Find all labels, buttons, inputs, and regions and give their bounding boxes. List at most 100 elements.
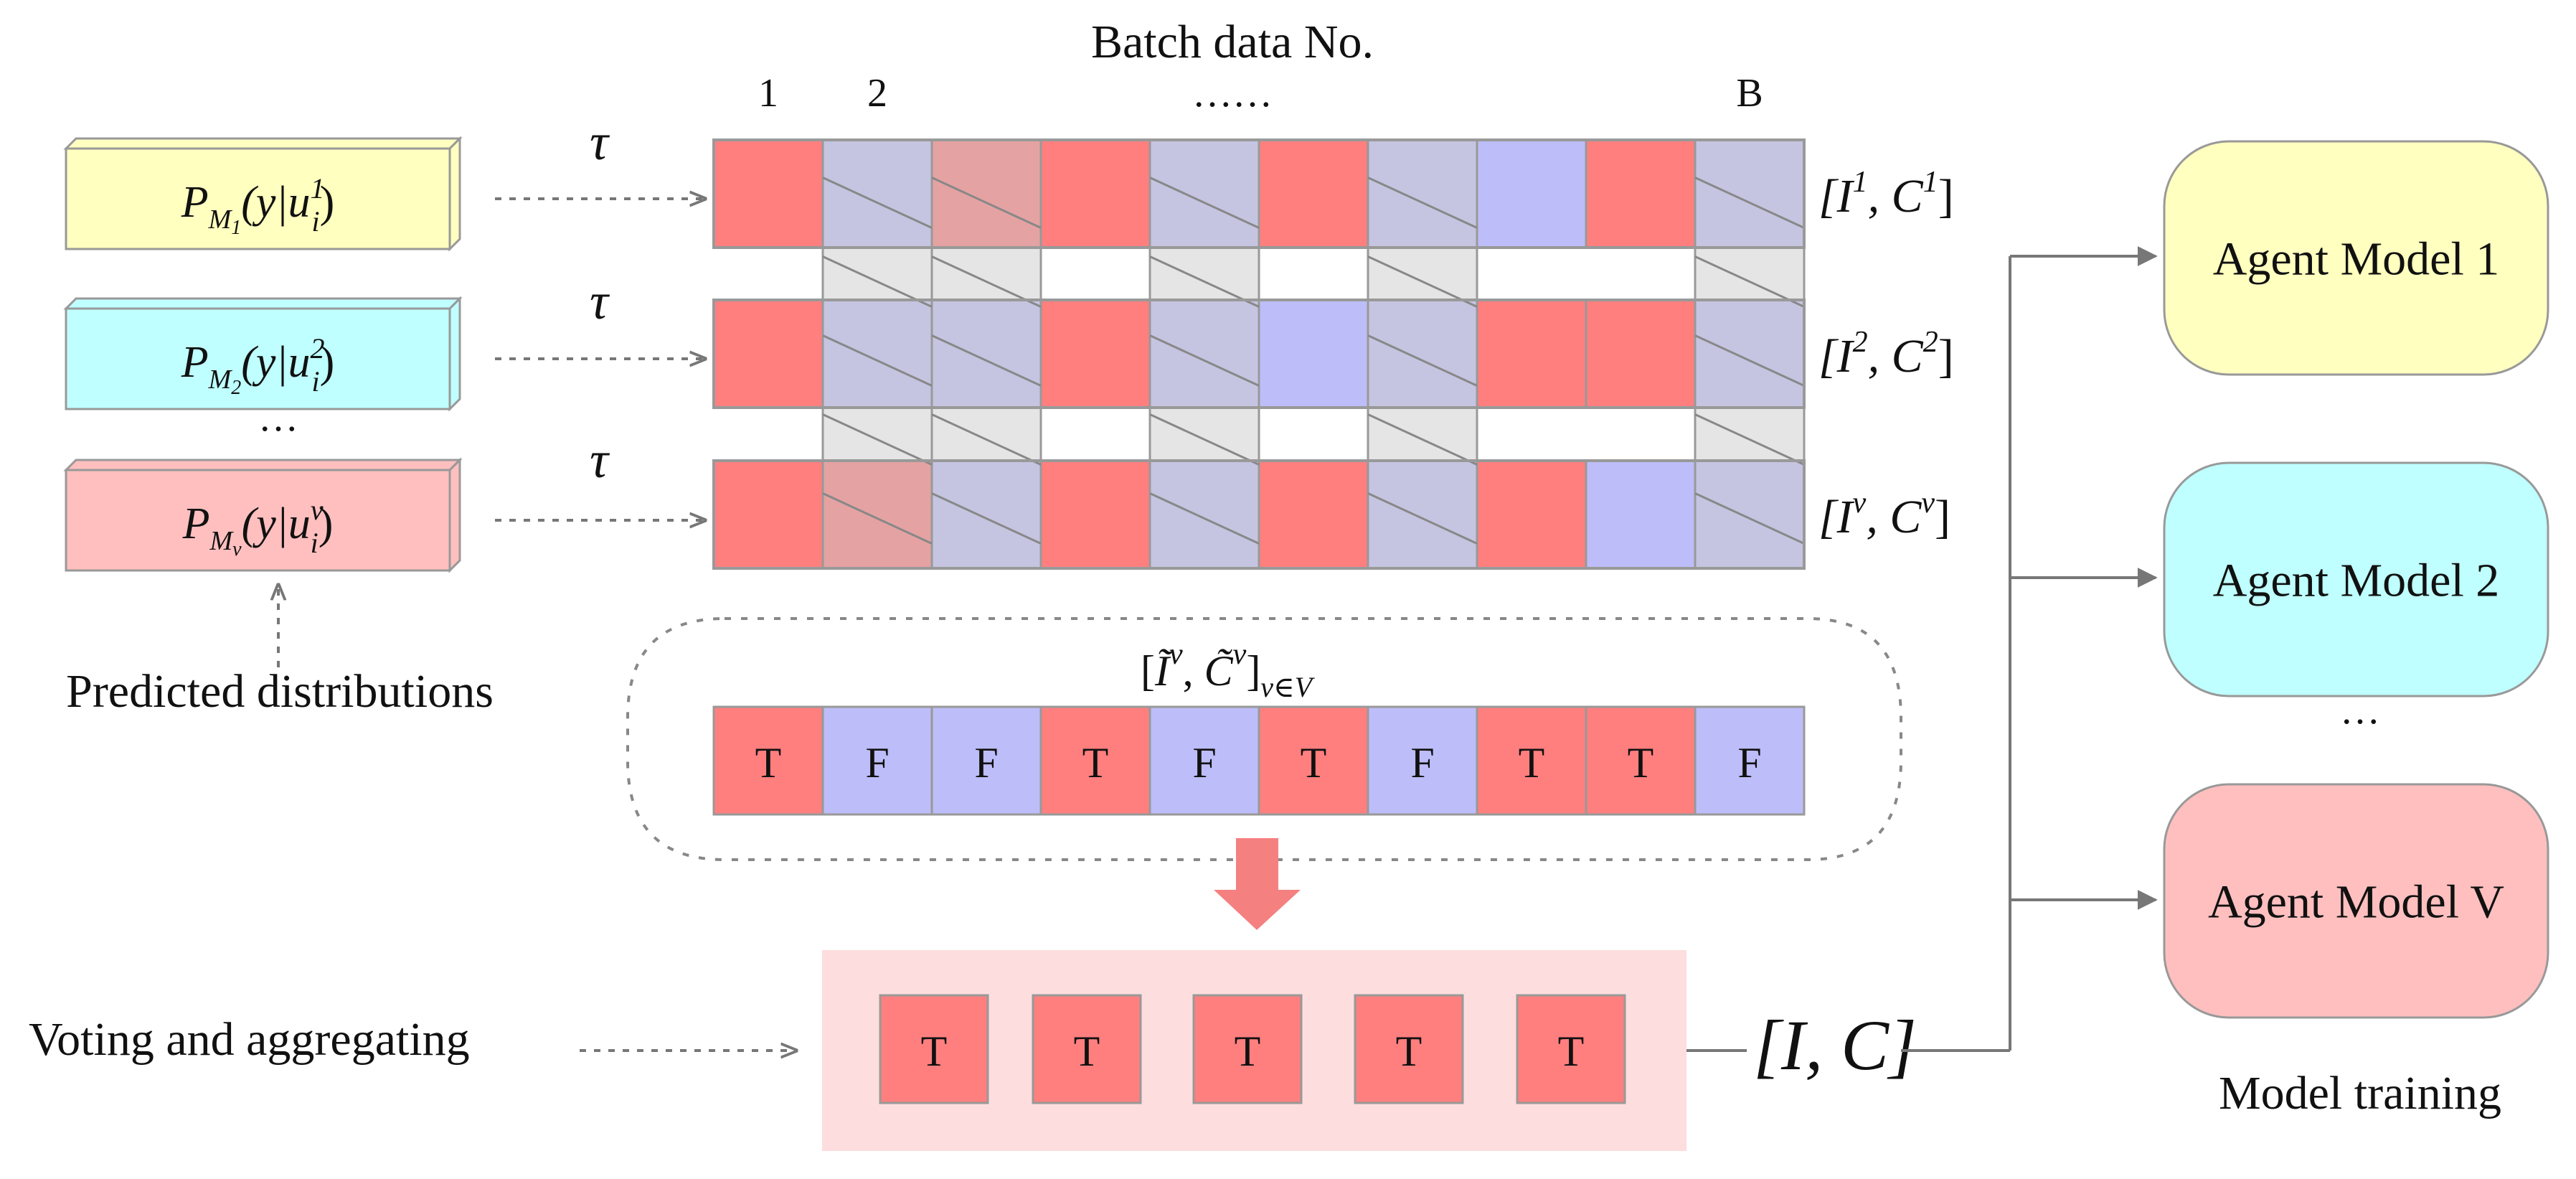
gap-cell xyxy=(930,406,1042,462)
hatch-line xyxy=(931,492,1042,545)
column-label: 2 xyxy=(867,71,887,116)
gap-cell xyxy=(1148,406,1260,462)
batch-cell xyxy=(1258,138,1369,249)
hatch-line xyxy=(1367,255,1478,308)
batch-cell xyxy=(1148,459,1260,570)
row-label: [I2, C2] xyxy=(1818,326,1954,382)
row-label: [I1, C1] xyxy=(1818,166,1954,222)
voted-cell xyxy=(1516,994,1626,1104)
aggregate-cell xyxy=(1367,705,1478,816)
row-labels: [I1, C1] [I2, C2] [Iv, Cv] xyxy=(1818,166,1954,543)
aggregate-label: [Ĩv, C̃v]v∈V xyxy=(1141,638,1316,703)
hatch-line xyxy=(931,177,1042,229)
agent-model-label: Agent Model 2 xyxy=(2213,555,2500,607)
distribution-ellipsis: … xyxy=(258,395,298,440)
row-label: [Iv, Cv] xyxy=(1818,487,1950,543)
gap-cell xyxy=(1694,406,1806,462)
batch-cell xyxy=(1476,138,1587,249)
batch-cell xyxy=(1585,299,1697,409)
batch-cell xyxy=(1258,459,1369,570)
gap-cell xyxy=(930,246,1042,301)
aggregate-dashed-outline xyxy=(626,617,1902,861)
hatch-line xyxy=(1149,255,1260,308)
hatch-line xyxy=(1694,413,1805,466)
hatch-line xyxy=(1149,413,1260,466)
row-outline xyxy=(712,138,1806,249)
gap-cell xyxy=(1367,406,1478,462)
hatch-line xyxy=(1694,334,1805,387)
predicted-distributions-label: Predicted distributions xyxy=(66,665,494,718)
aggregate-cell-label: T xyxy=(1301,739,1327,786)
hatch-line xyxy=(1694,255,1805,308)
gap-cell xyxy=(821,406,933,462)
tau-label: τ xyxy=(590,113,610,171)
hatch-line xyxy=(1694,492,1805,545)
aggregate-cell xyxy=(1694,705,1806,816)
batch-cell xyxy=(1258,299,1369,409)
aggregate-cell xyxy=(1148,705,1260,816)
batch-cell xyxy=(821,459,933,570)
batch-cell xyxy=(1148,299,1260,409)
voted-cell xyxy=(1354,994,1464,1104)
voted-cell-label: T xyxy=(1558,1028,1585,1075)
voting-label: Voting and aggregating xyxy=(29,1013,470,1066)
tau-label: τ xyxy=(590,431,610,489)
batch-cell xyxy=(712,138,824,249)
agent-model-label: Agent Model V xyxy=(2208,876,2504,929)
batch-cell xyxy=(712,299,824,409)
batch-cell xyxy=(1367,299,1478,409)
gap-cell xyxy=(1367,246,1478,301)
batch-cell xyxy=(821,138,933,249)
voted-cell-label: T xyxy=(1235,1028,1261,1075)
aggregate-cell-label: F xyxy=(1192,739,1216,786)
row-outline xyxy=(712,459,1806,570)
agent-model-box: Agent Model 1 xyxy=(2163,140,2549,376)
batch-cell xyxy=(1476,299,1587,409)
column-label: B xyxy=(1736,71,1763,116)
hatch-line xyxy=(1149,334,1260,387)
voted-cell-label: T xyxy=(1074,1028,1100,1075)
batch-cell xyxy=(712,459,824,570)
hatch-line xyxy=(1367,492,1478,545)
hatch-line xyxy=(822,413,933,466)
gap-cell xyxy=(1148,246,1260,301)
batch-cell xyxy=(1694,299,1806,409)
aggregate-cell-label: F xyxy=(865,739,889,786)
aggregate-cell-label: F xyxy=(1737,739,1761,786)
hatch-line xyxy=(931,255,1042,308)
gap-cell xyxy=(1694,246,1806,301)
voted-cell-label: T xyxy=(921,1028,948,1075)
tau-label: τ xyxy=(590,273,610,330)
aggregate-cell xyxy=(1585,705,1697,816)
aggregate-cell xyxy=(1476,705,1587,816)
aggregate-cell-label: T xyxy=(755,739,782,786)
hatch-line xyxy=(1367,334,1478,387)
down-arrow xyxy=(1214,838,1301,930)
hatch-line xyxy=(931,413,1042,466)
batch-data-title: Batch data No. xyxy=(1091,16,1374,68)
hatch-line xyxy=(1367,177,1478,229)
agent-model-box: Agent Model 2 xyxy=(2163,461,2549,697)
aggregate-cell xyxy=(821,705,933,816)
agent-connector-tree xyxy=(1901,246,2158,1052)
batch-cell xyxy=(1585,459,1697,570)
batch-cell xyxy=(821,299,933,409)
batch-cell xyxy=(1367,459,1478,570)
batch-cell xyxy=(1039,138,1151,249)
column-label: …… xyxy=(1192,71,1273,116)
model-training-label: Model training xyxy=(2219,1067,2501,1119)
batch-cell xyxy=(930,138,1042,249)
gap-cell xyxy=(821,246,933,301)
voted-cell xyxy=(1032,994,1142,1104)
hatch-line xyxy=(1149,177,1260,229)
agent-model-box: Agent Model V xyxy=(2163,783,2549,1019)
aggregate-cell-label: F xyxy=(1410,739,1434,786)
